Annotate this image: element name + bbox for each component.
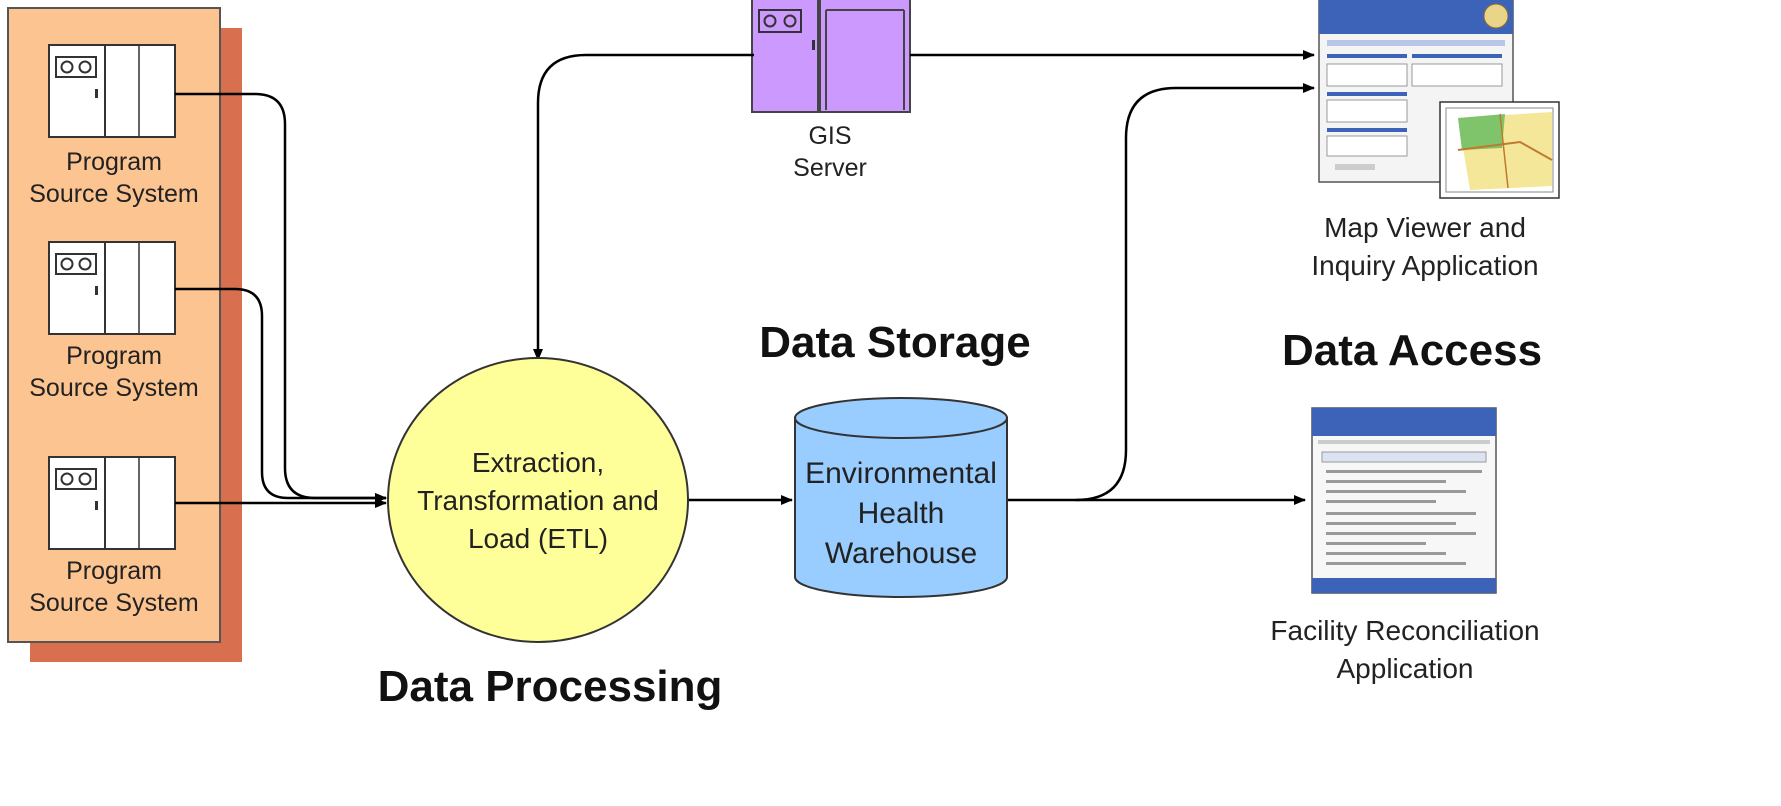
etl-label: Extraction, Transformation and Load (ETL…	[398, 444, 678, 558]
source-system-1-label: Program Source System	[16, 146, 212, 210]
etl-line2: Transformation and	[417, 485, 659, 516]
warehouse-line3: Warehouse	[824, 537, 978, 570]
gis-to-etl-connector	[533, 53, 754, 361]
warehouse-line1: Environmental	[805, 457, 997, 490]
source-system-3-icon	[48, 456, 176, 550]
warehouse-to-map-viewer-connector	[1006, 83, 1315, 502]
source-2-to-etl-connector	[175, 287, 387, 503]
facility-app-line1: Facility Reconciliation	[1270, 615, 1540, 646]
warehouse-line2: Health	[857, 497, 945, 530]
gis-server-label: GIS Server	[770, 120, 890, 184]
source-1-to-etl-connector	[175, 92, 387, 503]
map-inset-screenshot	[1439, 101, 1560, 199]
source-system-2-icon	[48, 241, 176, 335]
source-system-1-icon	[48, 44, 176, 138]
source-system-1-line1: Program	[66, 148, 162, 176]
source-system-3-line1: Program	[66, 557, 162, 585]
source-system-2-line2: Source System	[29, 374, 199, 402]
warehouse-node	[794, 397, 1008, 598]
facility-app-label: Facility Reconciliation Application	[1235, 612, 1575, 688]
data-storage-heading: Data Storage	[759, 318, 1031, 367]
facility-app-screenshot	[1311, 407, 1497, 594]
source-system-2-line1: Program	[66, 342, 162, 370]
data-processing-heading: Data Processing	[377, 662, 723, 711]
etl-line3: Load (ETL)	[467, 523, 609, 554]
source-system-3-label: Program Source System	[16, 555, 212, 619]
data-access-heading: Data Access	[1281, 326, 1543, 375]
source-system-1-line2: Source System	[29, 180, 199, 208]
map-viewer-label: Map Viewer and Inquiry Application	[1265, 209, 1585, 285]
gis-server-line1: GIS	[808, 122, 852, 150]
source-system-2-label: Program Source System	[16, 340, 212, 404]
gis-server-line2: Server	[793, 154, 867, 182]
map-viewer-line2: Inquiry Application	[1311, 250, 1539, 281]
etl-node	[387, 357, 689, 643]
gis-server-icon	[751, 0, 911, 113]
facility-app-line2: Application	[1336, 653, 1474, 684]
map-viewer-line1: Map Viewer and	[1324, 212, 1526, 243]
etl-line1: Extraction,	[471, 447, 605, 478]
source-system-3-line2: Source System	[29, 589, 199, 617]
warehouse-label: Environmental Health Warehouse	[795, 454, 1007, 574]
